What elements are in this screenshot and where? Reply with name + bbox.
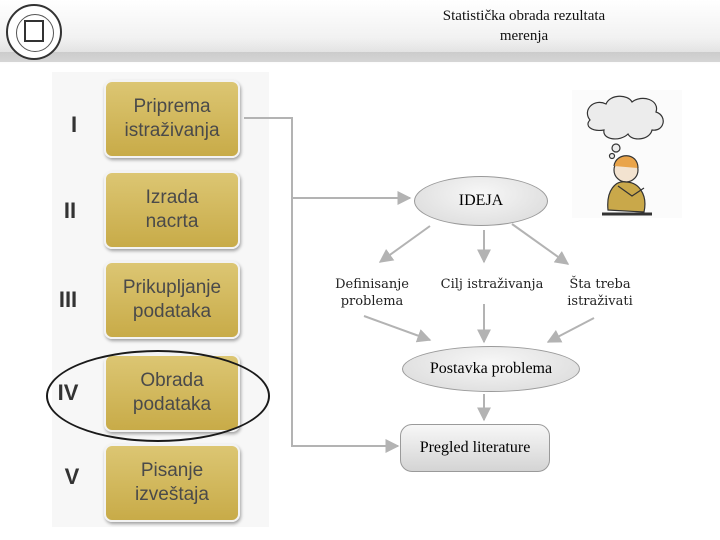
slide-title: Statistička obrada rezultata merenja xyxy=(400,6,648,46)
arrow-left-problem xyxy=(363,315,432,343)
thinking-person-illustration xyxy=(572,90,682,218)
stage-box-3: Prikupljanje podataka xyxy=(104,261,240,339)
thinking-person-icon xyxy=(586,95,664,216)
branch-mid-label: Cilj istraživanja xyxy=(440,277,544,292)
title-line-2: merenja xyxy=(499,28,549,44)
branch-right-label: Šta treba istraživati xyxy=(567,277,633,309)
arrow-right-problem xyxy=(546,317,595,343)
literature-label: Pregled literature xyxy=(419,439,531,456)
idea-label: IDEJA xyxy=(458,192,504,209)
highlight-ellipse xyxy=(46,350,270,442)
idea-node: IDEJA xyxy=(414,176,548,226)
title-line-1: Statistička obrada rezultata xyxy=(442,8,606,24)
stage-numeral-2: II xyxy=(63,198,77,223)
stage-label-2: Izrada nacrta xyxy=(145,187,199,232)
stage-box-5: Pisanje izveštaja xyxy=(104,444,240,522)
arrow-idea-left xyxy=(378,225,431,263)
arrow-idea-right xyxy=(511,223,570,265)
problem-node: Postavka problema xyxy=(402,346,580,392)
stage-numeral-5: V xyxy=(64,464,80,489)
university-seal-logo xyxy=(6,4,62,60)
stage-box-2: Izrada nacrta xyxy=(104,171,240,249)
stage-box-1: Priprema istraživanja xyxy=(104,80,240,158)
literature-node: Pregled literature xyxy=(400,424,550,472)
problem-label: Postavka problema xyxy=(429,360,553,377)
stage-label-3: Prikupljanje podataka xyxy=(122,277,222,322)
stage-numeral-1: I xyxy=(70,112,78,137)
bracket-line xyxy=(244,117,400,453)
header-shadow xyxy=(0,52,720,64)
stage-label-5: Pisanje izveštaja xyxy=(135,460,209,505)
stage-label-1: Priprema istraživanja xyxy=(124,96,220,141)
header-bar xyxy=(0,0,720,62)
seal-building-icon xyxy=(24,20,44,42)
stage-numeral-3: III xyxy=(58,287,78,312)
branch-left-label: Definisanje problema xyxy=(335,277,409,309)
seal-ring xyxy=(16,14,54,52)
